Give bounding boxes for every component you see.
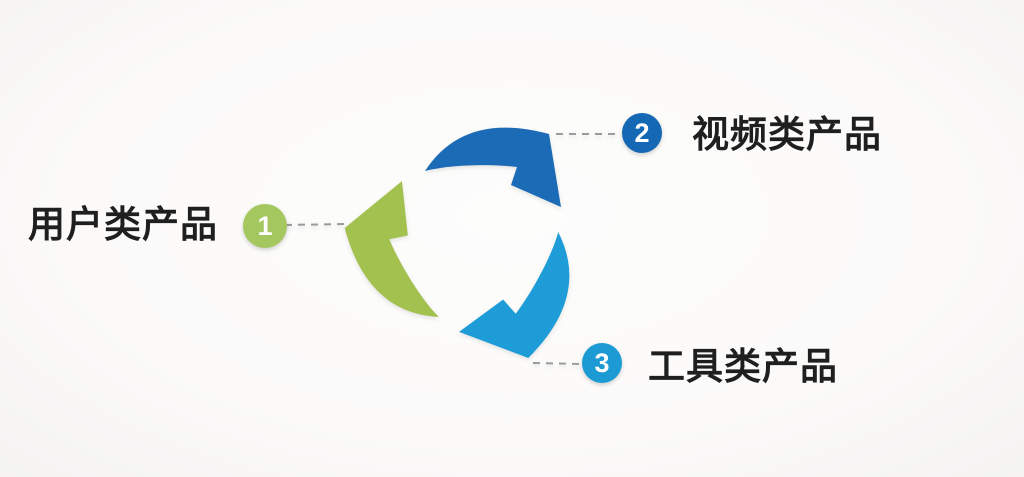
step-badge-1: 1 [243,204,287,248]
label-users: 用户类产品 [28,204,218,245]
step-badge-2: 2 [622,113,662,153]
label-tools: 工具类产品 [648,346,838,387]
step-badge-3: 3 [582,343,622,383]
step-number-1: 1 [257,210,273,241]
connector-tools [532,362,582,365]
arrow-video-segment [425,127,561,207]
arrow-tools-segment [459,232,570,358]
arrow-users-segment [344,181,439,317]
step-number-2: 2 [634,117,650,148]
label-video: 视频类产品 [692,114,882,155]
connector-users [284,223,348,226]
step-number-3: 3 [594,347,610,378]
